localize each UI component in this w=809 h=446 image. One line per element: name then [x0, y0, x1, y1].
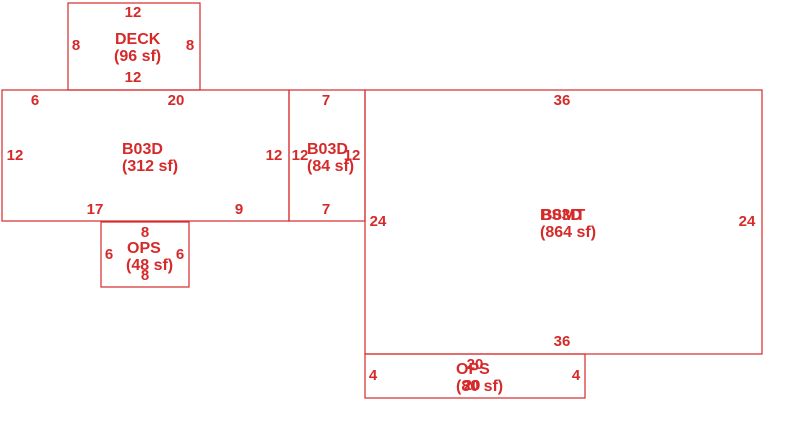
dimension-label: 36	[554, 333, 571, 350]
dimension-label: 12	[266, 147, 283, 164]
dimension-label: 20	[464, 377, 481, 394]
dimension-label: 20	[168, 92, 185, 109]
dimension-label: 7	[322, 92, 330, 109]
area-size: (312 sf)	[122, 158, 178, 175]
area-ops-large-outline	[364, 353, 586, 399]
area-name: DECK	[115, 31, 161, 48]
dimension-label: 12	[7, 147, 24, 164]
dimension-label: 24	[739, 213, 756, 230]
area-name: B03D	[122, 141, 163, 158]
dimension-label: 12	[125, 4, 142, 21]
area-name-overlay: B03D	[541, 207, 582, 224]
area-b03d-small[interactable]: 7 12 12 7 B03D (84 sf)	[288, 89, 366, 222]
area-name: OPS	[127, 240, 161, 257]
dimension-label: 4	[369, 367, 378, 384]
dimension-label: 8	[72, 37, 80, 54]
dimension-label: 8	[141, 224, 149, 241]
dimension-label: 17	[87, 201, 104, 218]
dimension-label: 6	[176, 246, 184, 263]
area-ops-small[interactable]: 8 6 6 8 OPS (48 sf)	[100, 221, 190, 288]
area-ops-large[interactable]: 20 4 4 20 OPS (80 sf)	[364, 353, 586, 399]
dimension-label: 36	[554, 92, 571, 109]
dimension-label: 12	[292, 147, 309, 164]
dimension-label: 8	[141, 267, 149, 284]
area-b03d-large[interactable]: 6 20 12 12 17 9 B03D (312 sf)	[1, 89, 290, 222]
area-name: BSMT	[540, 207, 586, 224]
dimension-label: 6	[31, 92, 39, 109]
dimension-label: 12	[125, 69, 142, 86]
area-size: (96 sf)	[114, 48, 161, 65]
area-size: (80 sf)	[456, 378, 503, 395]
dimension-label: 7	[322, 201, 330, 218]
dimension-label: 12	[344, 147, 361, 164]
area-size: (864 sf)	[540, 224, 596, 241]
dimension-label: 8	[186, 37, 194, 54]
dimension-label: 20	[467, 356, 484, 373]
dimension-label: 24	[370, 213, 387, 230]
dimension-label: 4	[572, 367, 581, 384]
area-deck[interactable]: 12 8 8 12 DECK (96 sf)	[67, 2, 201, 91]
dimension-label: 9	[235, 201, 243, 218]
area-bsmt[interactable]: 36 24 24 36 BSMT B03D (864 sf)	[364, 89, 763, 355]
area-ops-small-outline	[100, 221, 190, 288]
area-name: B03D	[307, 141, 348, 158]
dimension-label: 6	[105, 246, 113, 263]
area-size: (48 sf)	[126, 257, 173, 274]
area-name: OPS	[456, 361, 490, 378]
area-size: (84 sf)	[307, 158, 354, 175]
